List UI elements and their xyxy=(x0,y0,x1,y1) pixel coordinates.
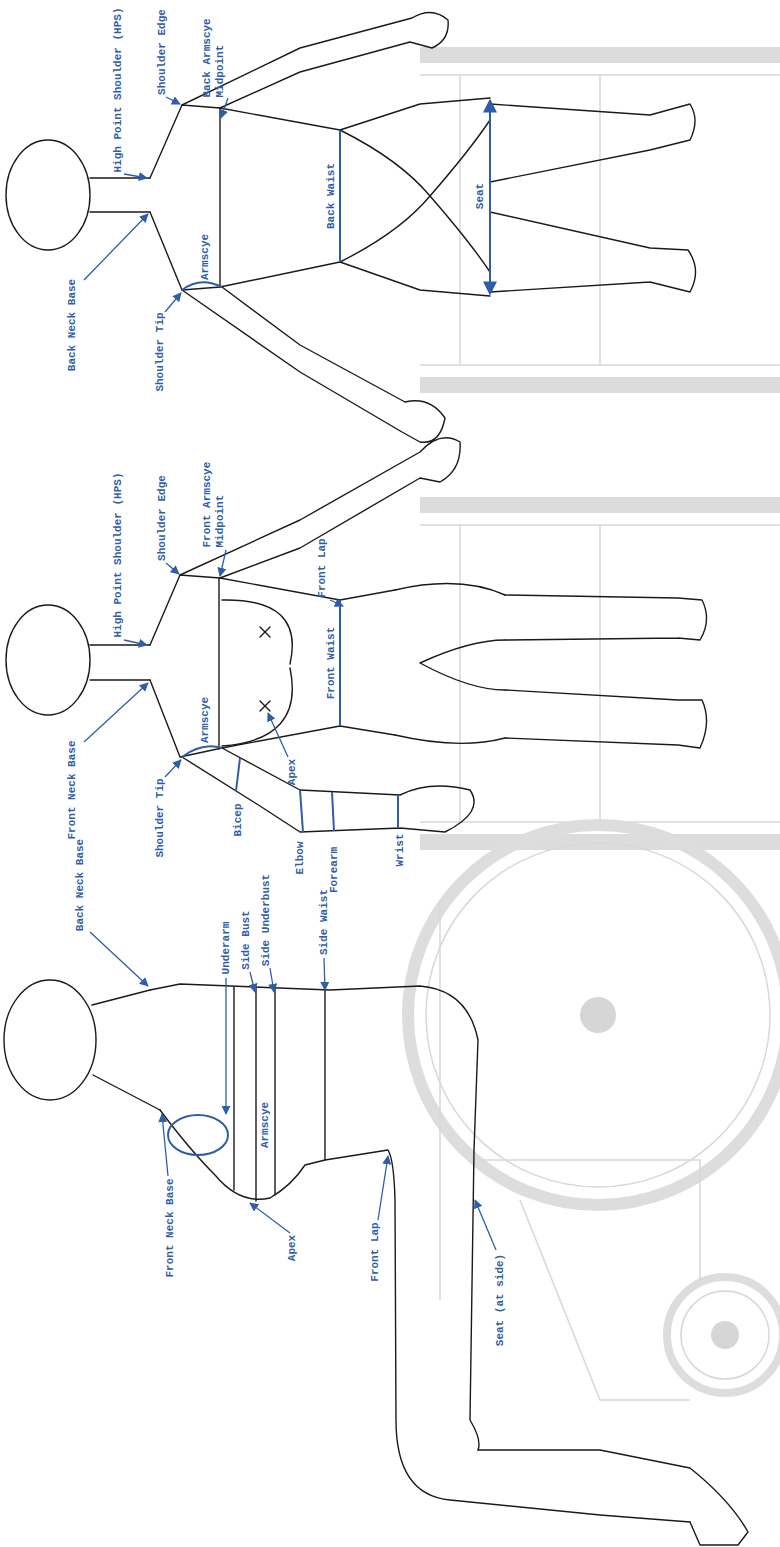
measurement-label: Side Waist xyxy=(318,889,331,955)
caster-hub xyxy=(711,1321,739,1349)
caster-wheel xyxy=(667,1277,780,1393)
leader-arrow xyxy=(124,640,147,645)
leader-arrow xyxy=(268,713,288,757)
measurement-label: Shoulder Tip xyxy=(154,312,167,391)
measurement-line xyxy=(182,282,222,290)
measurement-label: Shoulder Tip xyxy=(154,778,167,857)
neck-outline xyxy=(92,990,160,1110)
front-outline xyxy=(160,1110,690,1522)
measurement-label: Back Neck Base xyxy=(74,839,87,931)
measurement-label: Seat xyxy=(474,183,487,209)
measurement-label: Wrist xyxy=(394,833,407,866)
measurement-line xyxy=(489,100,491,294)
measurement-label: Front Armscye Midpoint xyxy=(201,453,227,548)
measurement-label: Back Armscye Midpoint xyxy=(201,3,227,98)
measurement-label: Apex xyxy=(286,759,299,785)
measurement-label: Forearm xyxy=(328,847,341,893)
leader-arrow xyxy=(165,293,181,312)
leg-outline xyxy=(478,1450,748,1545)
measurement-label: Front Lap xyxy=(369,1222,382,1281)
wheelchair-rim xyxy=(426,843,770,1187)
head-outline xyxy=(6,140,90,250)
caster-rim xyxy=(681,1291,769,1379)
measurement-label: Back Neck Base xyxy=(66,279,79,371)
measurement-label: Front Neck Base xyxy=(164,1178,177,1277)
measurement-label: Seat (at side) xyxy=(494,1254,507,1346)
measurement-label: Back Waist xyxy=(325,163,338,229)
neck-outline xyxy=(90,645,150,680)
leader-arrow xyxy=(166,563,179,574)
head-outline xyxy=(4,980,96,1100)
leader-arrow xyxy=(84,214,148,280)
measurement-label: Armscye xyxy=(259,1102,272,1148)
leader-arrow xyxy=(162,1114,168,1176)
leg-outline xyxy=(490,104,696,292)
measurement-line xyxy=(182,746,222,757)
measurement-label: Front Waist xyxy=(325,627,338,700)
leader-arrow xyxy=(378,1156,388,1220)
measurement-label: Side Underbust xyxy=(260,874,273,966)
leader-arrow xyxy=(324,958,325,990)
measurement-label: Shoulder Edge xyxy=(156,9,169,95)
head-outline xyxy=(6,605,90,715)
leader-arrow xyxy=(166,97,180,104)
seat-outline xyxy=(340,120,490,272)
torso-outline xyxy=(150,98,490,296)
leader-arrow xyxy=(250,1203,290,1233)
lap-outline xyxy=(395,584,505,744)
wheelchair-wheel xyxy=(408,825,780,1205)
wheelchair-bar xyxy=(420,55,780,842)
measurement-label: High Point Shoulder (HPS) xyxy=(112,472,125,637)
measurement-label: Armscye xyxy=(199,697,212,743)
back-outline xyxy=(150,984,479,1450)
apex-mark xyxy=(260,627,270,711)
measurement-label: Underarm xyxy=(220,922,233,975)
arm-outline xyxy=(182,748,474,832)
leader-arrow xyxy=(124,174,147,178)
measurement-line xyxy=(339,600,341,726)
leader-arrow xyxy=(220,550,226,576)
wheelchair-frame xyxy=(440,900,700,1400)
bust-outline xyxy=(222,600,292,746)
leader-arrow xyxy=(270,968,274,992)
measurement-label: Armscye xyxy=(199,234,212,280)
girth-line xyxy=(234,987,325,1201)
leg-outline xyxy=(505,595,707,748)
armscye-line xyxy=(219,108,220,287)
leader-arrow xyxy=(90,932,148,986)
leader-arrow xyxy=(221,98,228,118)
measurement-label: Side Bust xyxy=(240,910,253,969)
measurement-label: Apex xyxy=(286,1235,299,1261)
measurement-line xyxy=(236,758,398,832)
leader-arrow xyxy=(84,683,148,742)
measurement-line xyxy=(339,130,341,262)
leader-arrow xyxy=(225,978,226,1114)
torso-outline xyxy=(150,575,395,757)
measurement-line xyxy=(168,1115,228,1155)
leader-arrow xyxy=(330,600,343,606)
wheelchair-hub xyxy=(580,997,616,1033)
measurement-label: Front Lap xyxy=(316,538,329,597)
leader-arrow xyxy=(165,760,181,777)
leader-arrow xyxy=(475,1200,496,1250)
neck-outline xyxy=(90,178,150,212)
measurement-label: High Point Shoulder (HPS) xyxy=(112,7,125,172)
measurement-label: Bicep xyxy=(232,803,245,836)
measurement-label: Shoulder Edge xyxy=(156,475,169,561)
leader-arrow xyxy=(250,972,255,992)
measurement-label: Elbow xyxy=(294,841,307,874)
armscye-line xyxy=(218,578,219,749)
measurement-label: Front Neck Base xyxy=(66,740,79,839)
wheelchair-frame xyxy=(420,75,780,822)
arm-outline xyxy=(182,287,445,442)
